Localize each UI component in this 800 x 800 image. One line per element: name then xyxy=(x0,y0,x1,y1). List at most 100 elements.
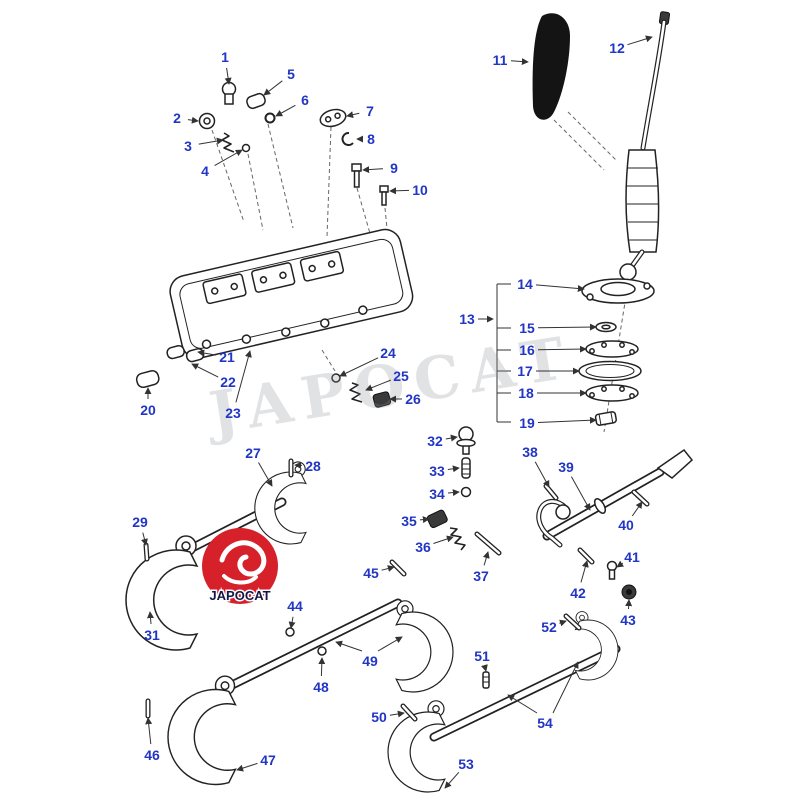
leader-line-9 xyxy=(362,166,384,174)
part-18-lower-plate xyxy=(585,384,639,402)
part-33-stud xyxy=(461,457,471,479)
leader-line-50 xyxy=(389,710,405,718)
part-number-40: 40 xyxy=(618,517,634,533)
part-number-9: 9 xyxy=(390,160,398,176)
part-number-31: 31 xyxy=(144,627,160,643)
fork-rail-middle xyxy=(213,598,403,697)
part-number-2: 2 xyxy=(173,110,181,126)
leader-line-52 xyxy=(559,619,567,627)
part-number-16: 16 xyxy=(519,342,535,358)
leader-line-23 xyxy=(235,350,252,403)
leader-line-25 xyxy=(365,379,391,391)
callout-bracket-49 xyxy=(335,636,403,652)
japocat-logo: JAPOCAT xyxy=(202,528,278,605)
part-number-51: 51 xyxy=(474,648,490,664)
leader-line-38 xyxy=(534,461,550,488)
leader-line-11 xyxy=(510,58,529,66)
part-number-47: 47 xyxy=(260,752,276,768)
leader-line-1 xyxy=(224,67,232,85)
part-number-10: 10 xyxy=(412,182,428,198)
part-number-53: 53 xyxy=(458,756,474,772)
part-number-29: 29 xyxy=(132,514,148,530)
part-7-plate xyxy=(319,108,347,128)
part-number-5: 5 xyxy=(287,66,295,82)
part-number-54: 54 xyxy=(537,715,553,731)
part-number-43: 43 xyxy=(620,612,636,628)
part-25-spring xyxy=(349,382,363,403)
part-number-45: 45 xyxy=(363,565,379,581)
part-number-36: 36 xyxy=(415,539,431,555)
part-number-35: 35 xyxy=(401,513,417,529)
leader-line-34 xyxy=(447,489,460,497)
part-number-52: 52 xyxy=(541,619,557,635)
part-20-bushing xyxy=(135,370,160,389)
part-45-pin xyxy=(389,559,407,577)
leader-line-36 xyxy=(433,535,454,544)
part-38-pin xyxy=(543,483,559,501)
leader-line-47 xyxy=(236,762,258,772)
leader-line-45 xyxy=(381,565,395,572)
part-number-14: 14 xyxy=(517,276,533,292)
logo-text: JAPOCAT xyxy=(209,588,270,603)
part-39-selector-shaft xyxy=(536,448,694,548)
leader-line-21 xyxy=(197,349,217,357)
part-number-18: 18 xyxy=(518,385,534,401)
part-number-6: 6 xyxy=(301,92,309,108)
part-29-pin xyxy=(143,542,150,562)
part-number-27: 27 xyxy=(245,445,261,461)
callout-bracket-13 xyxy=(496,283,511,423)
logo-swirl-underline xyxy=(222,574,258,585)
part-number-3: 3 xyxy=(184,138,192,154)
callout-bracket-54 xyxy=(507,661,579,714)
part-5-sleeve xyxy=(246,92,266,110)
part-42-pin xyxy=(577,547,595,565)
part-36-spring xyxy=(449,527,466,551)
part-32-plug-bolt xyxy=(456,426,476,455)
leader-line-37 xyxy=(482,551,490,566)
part-number-46: 46 xyxy=(144,747,160,763)
part-43-cap-nut xyxy=(621,584,637,600)
part-number-28: 28 xyxy=(305,458,321,474)
part-number-49: 49 xyxy=(362,653,378,669)
leader-line-39 xyxy=(570,476,591,511)
part-24-ball xyxy=(331,373,341,383)
part-35-plug xyxy=(426,509,448,529)
part-number-37: 37 xyxy=(473,568,489,584)
part-number-33: 33 xyxy=(429,463,445,479)
leader-line-12 xyxy=(627,35,653,46)
part-number-26: 26 xyxy=(405,391,421,407)
part-number-20: 20 xyxy=(140,402,156,418)
part-number-labels: 1234567891011121314151617181920212223242… xyxy=(132,35,653,789)
part-number-4: 4 xyxy=(201,163,209,179)
part-number-41: 41 xyxy=(624,549,640,565)
leader-line-14 xyxy=(535,284,585,292)
part-number-11: 11 xyxy=(493,52,508,68)
leader-line-33 xyxy=(447,465,460,473)
part-16-seat-plate xyxy=(585,340,639,358)
leader-line-32 xyxy=(445,434,458,442)
part-number-44: 44 xyxy=(287,598,303,614)
part-number-38: 38 xyxy=(522,444,538,460)
part-number-23: 23 xyxy=(225,405,241,421)
part-15-bushing-ring xyxy=(595,321,617,333)
part-12-shift-lever xyxy=(619,11,671,281)
leader-line-15 xyxy=(537,323,597,331)
part-number-21: 21 xyxy=(219,349,235,365)
part-number-13: 13 xyxy=(459,311,475,327)
part-11-shift-knob xyxy=(532,13,570,120)
leader-line-2 xyxy=(187,116,199,124)
leader-line-40 xyxy=(631,501,643,517)
part-41-bolt xyxy=(606,560,618,580)
part-number-34: 34 xyxy=(429,486,445,502)
leader-line-51 xyxy=(481,664,488,672)
leader-line-35 xyxy=(419,516,430,524)
leader-line-7 xyxy=(346,111,360,119)
part-44-ball xyxy=(285,627,295,637)
leader-line-5 xyxy=(263,80,283,96)
logo-swirl-icon xyxy=(219,540,267,577)
leader-line-22 xyxy=(191,363,219,378)
leader-line-16 xyxy=(537,345,587,353)
part-19-pin xyxy=(594,411,617,426)
part-17-gasket xyxy=(578,360,642,382)
